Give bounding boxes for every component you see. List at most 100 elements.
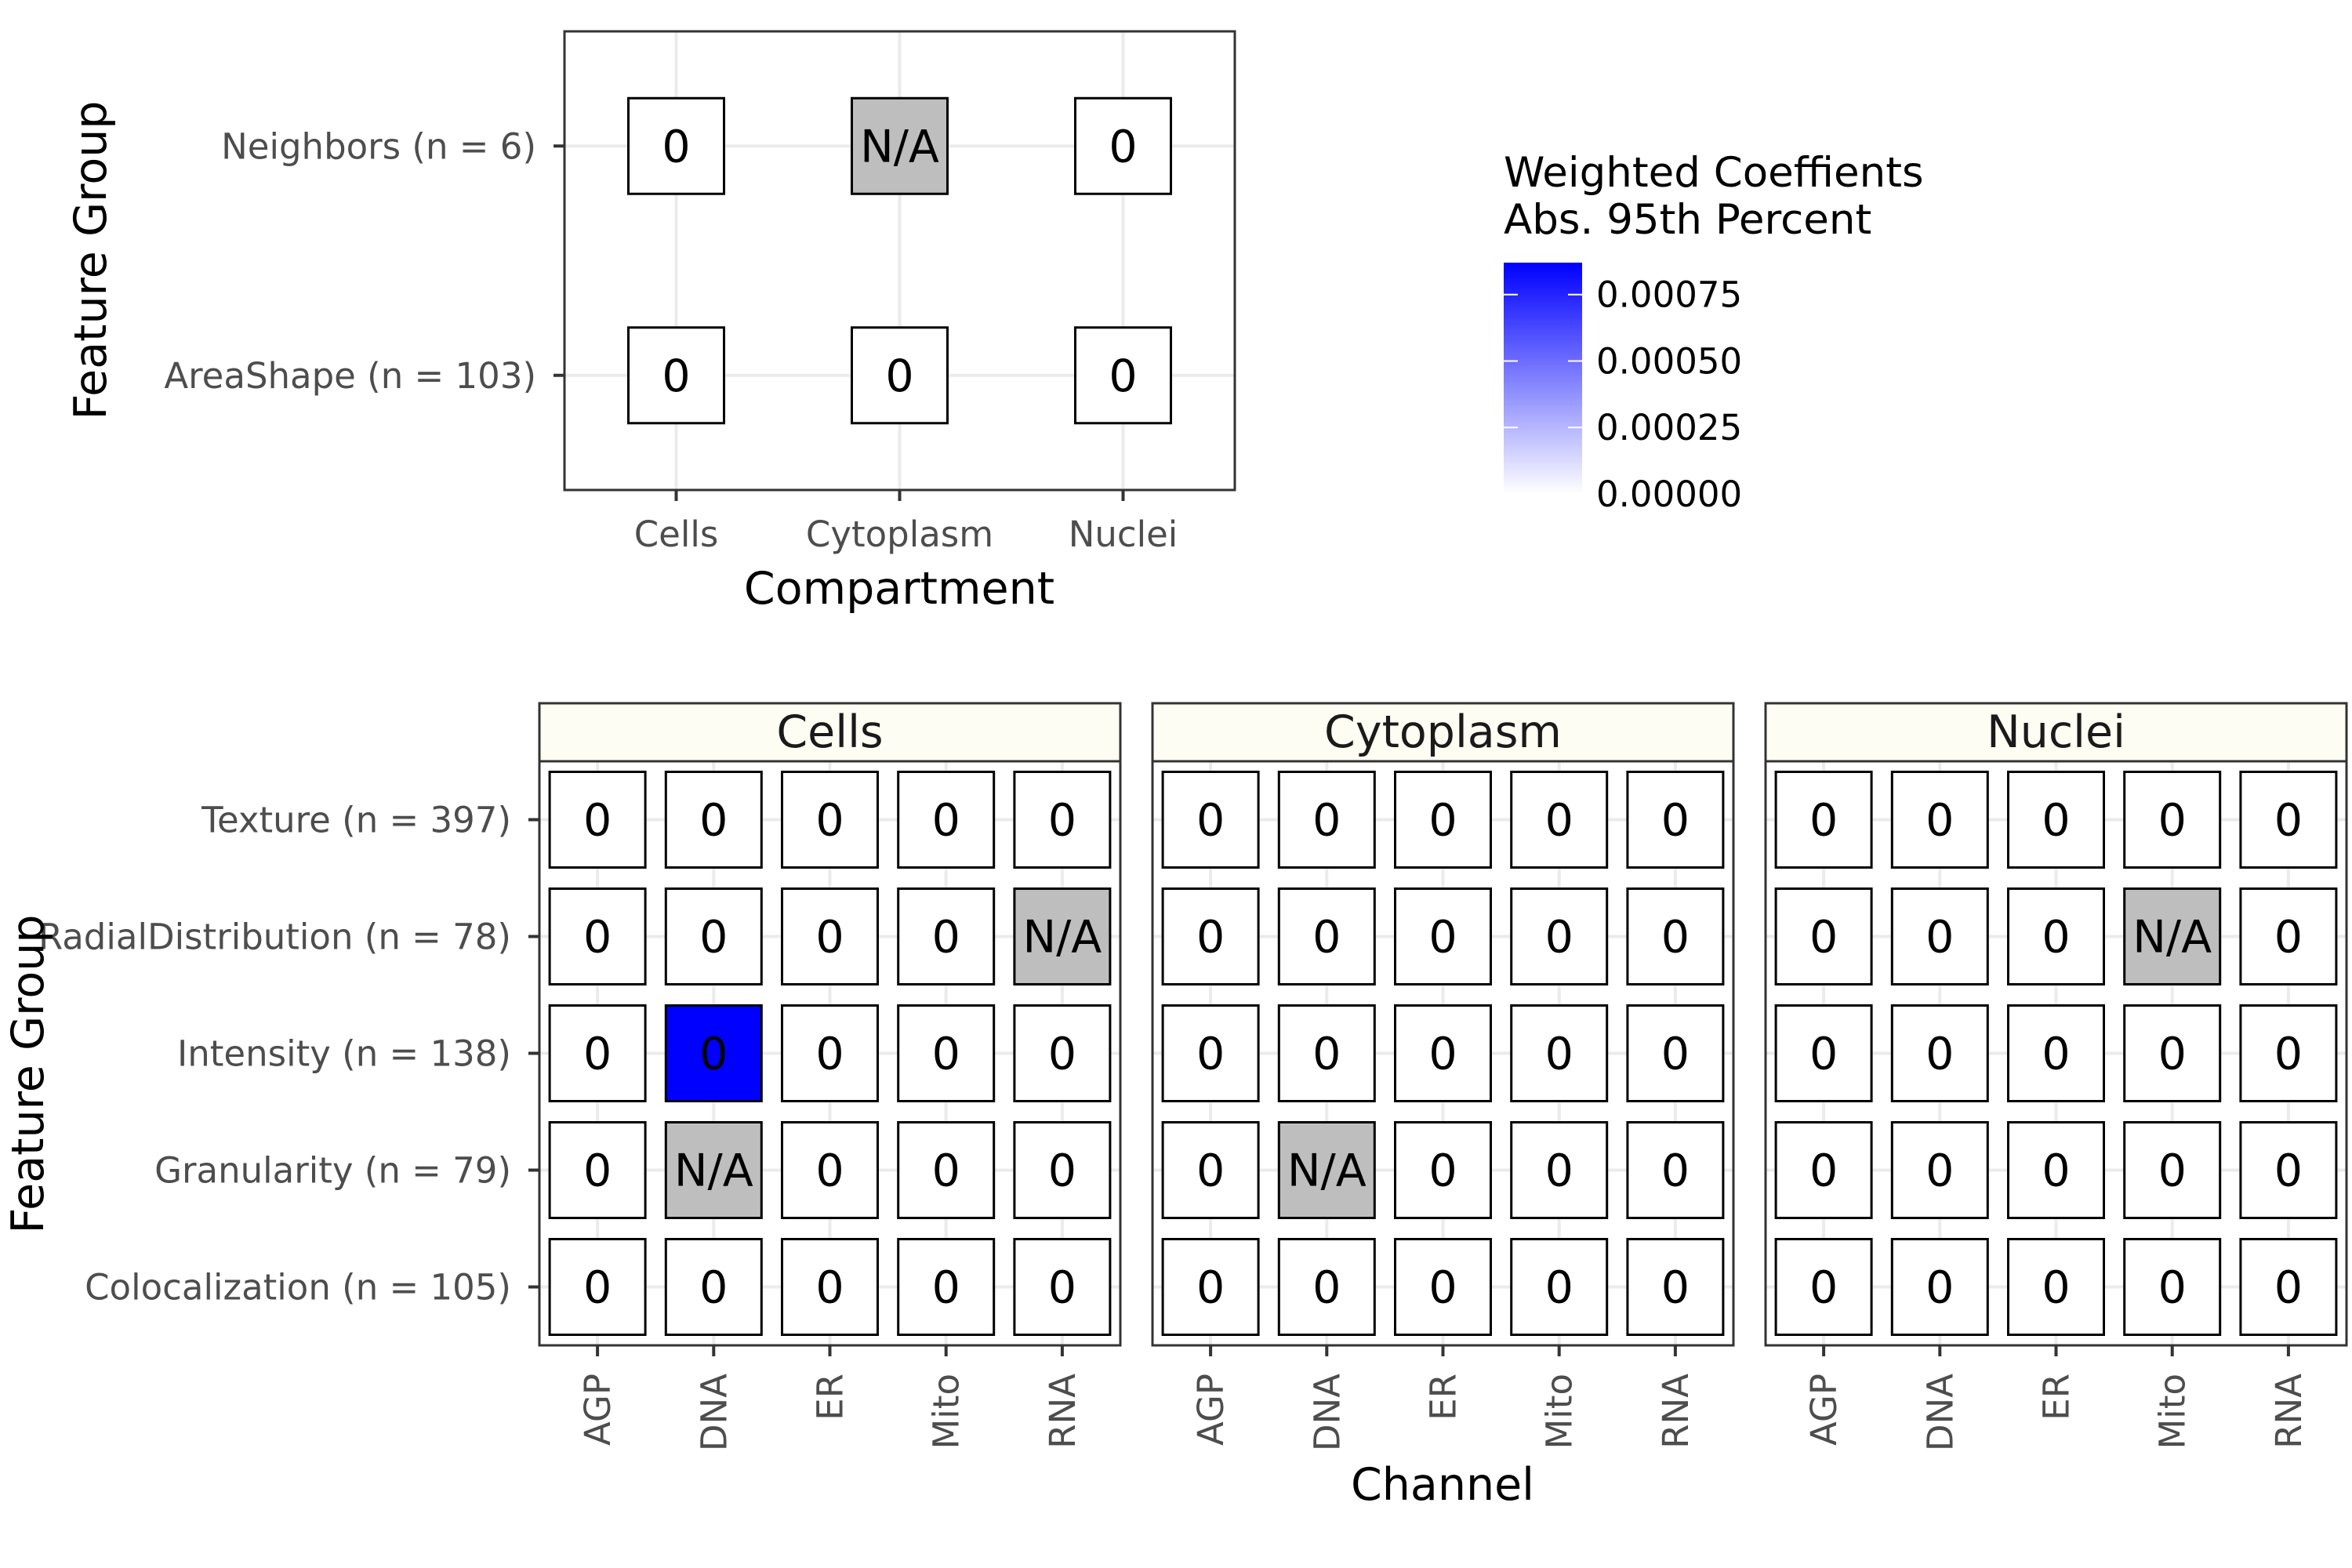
tile-label: 0 xyxy=(1312,1262,1341,1314)
tile-cytoplasm-intensity-er: 0 xyxy=(1394,1004,1492,1102)
legend-tick-label: 0.00000 xyxy=(1596,474,1742,515)
tile-label: 0 xyxy=(2158,1145,2187,1197)
tile-nuclei-texture-er: 0 xyxy=(2007,771,2105,869)
top-tile-areashape-nuclei: 0 xyxy=(1074,326,1172,425)
tile-cells-radialdistribution-er: 0 xyxy=(781,887,879,985)
top-x-tick-label-cytoplasm: Cytoplasm xyxy=(806,514,993,555)
tile-label: 0 xyxy=(1048,795,1076,847)
top-x-tick-label-nuclei: Nuclei xyxy=(1069,514,1178,555)
tile-nuclei-intensity-dna: 0 xyxy=(1890,1004,1989,1102)
tile-nuclei-colocalization-rna: 0 xyxy=(2239,1238,2338,1336)
tile-label: 0 xyxy=(1428,912,1457,964)
tile-label: 0 xyxy=(1196,912,1225,964)
tile-fill xyxy=(2123,1121,2222,1219)
tile-label: 0 xyxy=(1196,1145,1225,1197)
top-y-tick-label-areashape: AreaShape (n = 103) xyxy=(164,355,536,397)
color-legend: Weighted Coeffients Abs. 95th Percent 0.… xyxy=(1504,149,1924,515)
tile-fill xyxy=(1626,1121,1725,1219)
tile-fill xyxy=(548,1238,647,1336)
tile-label: 0 xyxy=(1809,1262,1838,1314)
top-y-axis-title: Feature Group xyxy=(65,100,117,419)
bottom-y-tick-label-texture: Texture (n = 397) xyxy=(201,800,511,841)
tile-fill xyxy=(1013,1238,1112,1336)
tile-cells-texture-mito: 0 xyxy=(897,771,996,869)
tile-label: 0 xyxy=(1428,1262,1457,1314)
tile-fill xyxy=(1890,771,1989,869)
tile-nuclei-intensity-rna: 0 xyxy=(2239,1004,2338,1102)
tile-fill xyxy=(1626,887,1725,985)
facet-strip xyxy=(1764,702,2348,763)
tile-label: 0 xyxy=(1545,1262,1573,1314)
tile-label: 0 xyxy=(2042,795,2070,847)
top-y-axis: Neighbors (n = 6)AreaShape (n = 103) xyxy=(164,125,564,397)
tile-label: 0 xyxy=(699,1029,728,1080)
tile-cells-granularity-mito: 0 xyxy=(897,1121,996,1219)
legend-tick-label: 0.00050 xyxy=(1596,340,1742,382)
legend-title-line-2: Abs. 95th Percent xyxy=(1504,196,1871,244)
tile-label: 0 xyxy=(1428,795,1457,847)
tile-label: 0 xyxy=(815,795,844,847)
tile-nuclei-radialdistribution-agp: 0 xyxy=(1774,887,1873,985)
tile-cells-radialdistribution-mito: 0 xyxy=(897,887,996,985)
tile-nuclei-colocalization-er: 0 xyxy=(2007,1238,2105,1336)
legend-tick-label: 0.00075 xyxy=(1596,274,1742,316)
tile-fill xyxy=(1074,326,1172,425)
tile-fill xyxy=(897,887,996,985)
tile-label: N/A xyxy=(674,1145,753,1197)
tile-fill xyxy=(1626,771,1725,869)
tile-label: 0 xyxy=(932,795,960,847)
tile-label: 0 xyxy=(1809,795,1838,847)
tile-label: 0 xyxy=(1048,1145,1076,1197)
tile-fill xyxy=(781,771,879,869)
tile-fill xyxy=(664,1238,763,1336)
tile-label: 0 xyxy=(1661,795,1690,847)
tile-label: 0 xyxy=(1809,912,1838,964)
tile-fill xyxy=(548,771,647,869)
tile-label: 0 xyxy=(885,350,913,402)
tile-fill xyxy=(1510,1121,1609,1219)
tile-label: 0 xyxy=(2042,1029,2070,1080)
bottom-y-tick-label-intensity: Intensity (n = 138) xyxy=(177,1033,511,1075)
tile-label: 0 xyxy=(2158,1029,2187,1080)
tile-fill xyxy=(1626,1238,1725,1336)
tile-nuclei-intensity-er: 0 xyxy=(2007,1004,2105,1102)
tile-nuclei-texture-dna: 0 xyxy=(1890,771,1989,869)
tile-cells-colocalization-dna: 0 xyxy=(664,1238,763,1336)
tile-cytoplasm-intensity-rna: 0 xyxy=(1626,1004,1725,1102)
x-tick-label-er: ER xyxy=(810,1374,851,1421)
tile-nuclei-intensity-agp: 0 xyxy=(1774,1004,1873,1102)
tile-label: N/A xyxy=(1022,912,1102,964)
tile-nuclei-granularity-dna: 0 xyxy=(1890,1121,1989,1219)
tile-fill xyxy=(897,1238,996,1336)
tile-label: 0 xyxy=(932,1029,960,1080)
tile-fill xyxy=(2239,1004,2338,1102)
tile-fill xyxy=(2007,1121,2105,1219)
bottom-y-axis-title: Feature Group xyxy=(2,914,54,1233)
tile-fill xyxy=(2007,1238,2105,1336)
legend-colorbar xyxy=(1504,263,1582,494)
tile-label: 0 xyxy=(2274,912,2303,964)
tile-fill xyxy=(2007,887,2105,985)
x-tick-label-dna: DNA xyxy=(1919,1374,1961,1451)
tile-fill xyxy=(1510,1238,1609,1336)
tile-nuclei-radialdistribution-mito: N/A xyxy=(2123,887,2222,985)
tile-label: 0 xyxy=(583,795,612,847)
tile-label: 0 xyxy=(1312,1029,1341,1080)
tile-label: 0 xyxy=(1545,1145,1573,1197)
tile-label: 0 xyxy=(1809,1145,1838,1197)
tile-label: 0 xyxy=(2158,1262,2187,1314)
tile-label: 0 xyxy=(1926,1262,1954,1314)
tile-cells-texture-dna: 0 xyxy=(664,771,763,869)
tile-fill xyxy=(2123,887,2222,985)
tile-cytoplasm-radialdistribution-rna: 0 xyxy=(1626,887,1725,985)
tile-fill xyxy=(1394,1004,1492,1102)
tile-nuclei-granularity-agp: 0 xyxy=(1774,1121,1873,1219)
tile-nuclei-colocalization-agp: 0 xyxy=(1774,1238,1873,1336)
tile-label: 0 xyxy=(932,1262,960,1314)
x-tick-label-agp: AGP xyxy=(1803,1374,1845,1446)
x-tick-label-mito: Mito xyxy=(2152,1374,2194,1450)
x-tick-label-dna: DNA xyxy=(1306,1374,1348,1451)
tile-fill xyxy=(781,1121,879,1219)
tile-fill xyxy=(1161,1121,1260,1219)
